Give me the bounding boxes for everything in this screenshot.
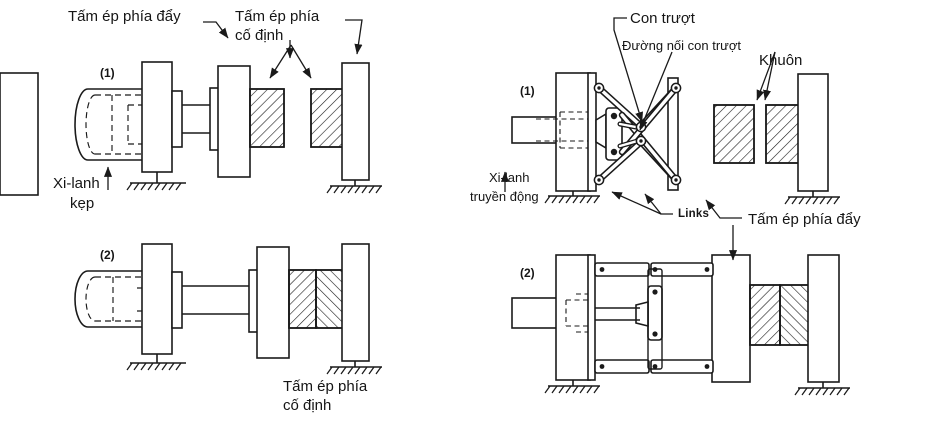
label-left-fixed-platen-line1: Tấm ép phía	[235, 8, 320, 25]
label-left-bottom-platen-line1: Tấm ép phía	[283, 378, 368, 395]
toggle-clamp-open-group	[0, 72, 840, 205]
label-clamp-cylinder-line1: Xi-lanh	[53, 175, 100, 192]
left-open-leaders	[103, 19, 363, 190]
label-drive-cylinder-line2: truyền động	[470, 189, 539, 204]
label-crosshead-link: Đường nối con trượt	[622, 38, 741, 53]
toggle-clamp-closed-group	[511, 254, 850, 396]
hydraulic-clamp-closed-group	[74, 243, 382, 375]
marker-right-open: (1)	[520, 84, 535, 98]
label-mold: Khuôn	[759, 52, 803, 69]
label-clamp-cylinder-line2: kẹp	[70, 195, 95, 212]
label-right-moving-platen: Tấm ép phía đẩy	[748, 211, 861, 228]
label-links: Links	[678, 208, 710, 220]
marker-right-closed: (2)	[520, 266, 535, 280]
marker-left-closed: (2)	[100, 248, 115, 262]
marker-left-open: (1)	[100, 66, 115, 80]
hydraulic-clamp-open-group	[74, 61, 382, 194]
label-left-fixed-platen-line2: cố định	[235, 27, 284, 44]
label-crosshead: Con trượt	[630, 10, 695, 27]
label-left-bottom-platen-line2: cố định	[283, 397, 332, 414]
right-open-leaders	[500, 17, 776, 219]
label-drive-cylinder-line1: Xi-lanh	[489, 170, 530, 185]
label-left-moving-platen: Tấm ép phía đẩy	[68, 8, 181, 25]
